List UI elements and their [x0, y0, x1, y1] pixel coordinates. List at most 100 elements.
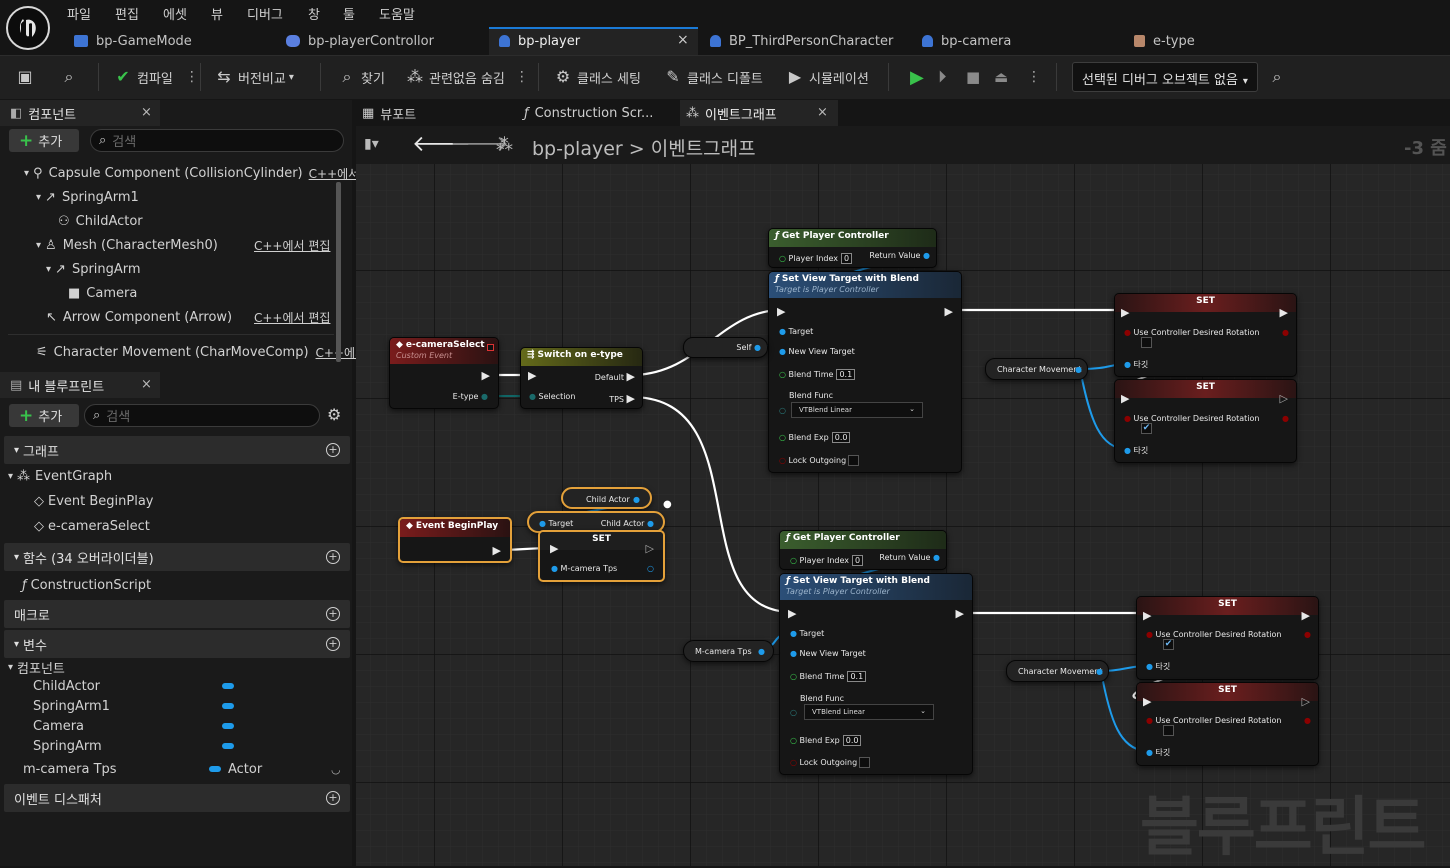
compile-button[interactable]: ✔컴파일⋮ [114, 55, 199, 99]
exec-out-pin[interactable]: ▷ [1279, 392, 1288, 405]
pin-new-view-target[interactable]: ● New View Target [790, 649, 866, 658]
enum-pin-icon[interactable]: ○ [779, 406, 786, 415]
components-tab[interactable]: ◧컴포넌트 [0, 100, 160, 126]
add-function-icon[interactable]: + [326, 550, 340, 564]
node-set-desired-rotation[interactable]: SET ▶ ▷ ● Use Controller Desired Rotatio… [1114, 379, 1297, 463]
tab-bp-thirdpersoncharacter[interactable]: BP_ThirdPersonCharacter [710, 28, 893, 54]
exec-in-pin[interactable]: ▶ [1143, 609, 1152, 622]
node-set-desired-rotation[interactable]: SET ▶ ▷ ● Use Controller Desired Rotatio… [1136, 682, 1319, 766]
pin-target[interactable]: ● Target [779, 327, 813, 336]
tree-item-mesh[interactable]: ▾♙Mesh (CharacterMesh0)C++에서 편집 [36, 233, 332, 257]
lock-outgoing-checkbox[interactable] [848, 455, 859, 466]
variables-section[interactable]: ▾변수+ [4, 630, 350, 658]
pin-target[interactable]: ● Target [539, 519, 573, 528]
rotation-checkbox[interactable] [1163, 725, 1174, 736]
variable-item[interactable]: SpringArm [33, 734, 235, 758]
play-button[interactable]: ▶ [910, 55, 924, 99]
pin-tps[interactable]: TPS ▶ [609, 392, 635, 405]
tree-item-childactor[interactable]: ⚇ChildActor [58, 209, 143, 233]
node-m-camera-tps-get[interactable]: M-camera Tps ● [683, 640, 774, 662]
exec-out-pin[interactable]: ▷ [645, 542, 654, 555]
more-icon[interactable]: ⋮ [514, 69, 529, 85]
variable-item[interactable]: ChildActor [33, 674, 235, 698]
object-pin-out[interactable]: ○ [647, 564, 654, 573]
object-pin-icon[interactable]: ● [1075, 365, 1082, 374]
pin-target[interactable]: ● 타깃 [1146, 747, 1170, 758]
step-button[interactable]: ⏵ [938, 55, 947, 99]
pin-lock-outgoing[interactable]: ○ Lock Outgoing [790, 758, 857, 767]
close-icon[interactable]: × [141, 105, 152, 120]
functions-section[interactable]: ▾함수 (34 오버라이더블)+ [4, 543, 350, 571]
visibility-icon[interactable]: ◡ [331, 762, 341, 776]
pin-target[interactable]: ● 타깃 [1124, 359, 1148, 370]
lock-outgoing-checkbox[interactable] [859, 757, 870, 768]
pin-default[interactable]: Default ▶ [595, 370, 635, 383]
diff-button[interactable]: ⇆버전비교▾ [215, 55, 294, 99]
menu-edit[interactable]: 편집 [115, 8, 139, 23]
reroute-icon[interactable]: ● [663, 499, 672, 510]
forward-arrow-icon[interactable]: 🡒 [450, 132, 509, 157]
exec-in-pin[interactable]: ▶ [777, 305, 786, 318]
event-dispatchers-section[interactable]: 이벤트 디스패처+ [4, 784, 350, 812]
bookmark-icon[interactable]: ▮▾ [364, 136, 379, 152]
menu-asset[interactable]: 에셋 [163, 8, 187, 23]
find-button[interactable]: ⌕찾기 [338, 55, 385, 99]
exec-out-pin[interactable]: ▶ [1301, 609, 1310, 622]
pin-use-desired-rotation[interactable]: ● Use Controller Desired Rotation● [1124, 414, 1289, 423]
node-character-movement[interactable]: Character Movement ● [1006, 660, 1109, 682]
tree-item-camera[interactable]: ■Camera [68, 281, 137, 305]
pin-new-view-target[interactable]: ● New View Target [779, 347, 855, 356]
close-icon[interactable]: × [817, 105, 828, 120]
more-icon[interactable]: ⋮ [184, 69, 199, 85]
variable-item[interactable]: Camera [33, 714, 235, 738]
save-button[interactable]: ▣ [16, 55, 39, 99]
exec-out-pin[interactable]: ▶ [492, 544, 501, 557]
unreal-logo-icon[interactable] [6, 6, 50, 50]
scrollbar[interactable] [336, 182, 341, 362]
edit-in-cpp-link[interactable]: C++에서 편집 [254, 310, 331, 325]
object-pin-icon[interactable]: ● [1096, 667, 1103, 676]
pin-value[interactable]: 0.0 [842, 735, 862, 746]
tab-bp-playercontrollor[interactable]: bp-playerControllor [286, 28, 434, 54]
variable-item[interactable]: SpringArm1 [33, 694, 235, 718]
my-blueprint-tab[interactable]: ▤내 블루프린트 [0, 372, 160, 398]
tree-item-springarm1[interactable]: ▾↗SpringArm1 [36, 185, 139, 209]
hide-unrelated-button[interactable]: ⁂관련없음 숨김⋮ [406, 55, 529, 99]
rotation-checkbox[interactable] [1141, 337, 1152, 348]
pin-value[interactable]: 0 [841, 253, 853, 264]
pin-self[interactable]: Self ● [736, 343, 761, 352]
rotation-checkbox-checked[interactable]: ✔ [1163, 639, 1174, 650]
exec-in-pin[interactable]: ▶ [550, 542, 559, 555]
tab-bp-camera[interactable]: bp-camera [922, 28, 1011, 54]
pin-target[interactable]: ● 타깃 [1124, 445, 1148, 456]
menu-debug[interactable]: 디버그 [247, 8, 283, 23]
stop-button[interactable]: ■ [966, 55, 980, 99]
pin-value[interactable]: 0.0 [831, 432, 851, 443]
macros-section[interactable]: 매크로+ [4, 600, 350, 628]
node-set-m-camera-tps[interactable]: SET ▶ ▷ ● M-camera Tps ○ [538, 530, 665, 582]
pin-use-desired-rotation[interactable]: ● Use Controller Desired Rotation● [1146, 716, 1311, 725]
tab-bp-player[interactable]: bp-player [499, 28, 580, 54]
node-child-actor-get[interactable]: Child Actor ● [561, 487, 652, 509]
delegate-pin-icon[interactable] [487, 344, 494, 351]
node-character-movement[interactable]: Character Movement ● [985, 358, 1088, 380]
tab-e-type[interactable]: e-type [1134, 28, 1195, 54]
event-camera-select-item[interactable]: ◇e-cameraSelect [34, 514, 150, 538]
back-arrow-icon[interactable]: 🡐 [412, 132, 471, 157]
menu-file[interactable]: 파일 [67, 8, 91, 23]
node-event-beginplay[interactable]: ◆Event BeginPlay ▶ [398, 517, 512, 563]
menu-tools[interactable]: 툴 [343, 8, 355, 23]
add-graph-icon[interactable]: + [326, 443, 340, 457]
pin-value[interactable]: 0.1 [836, 369, 856, 380]
exec-in-pin[interactable]: ▶ [788, 607, 797, 620]
